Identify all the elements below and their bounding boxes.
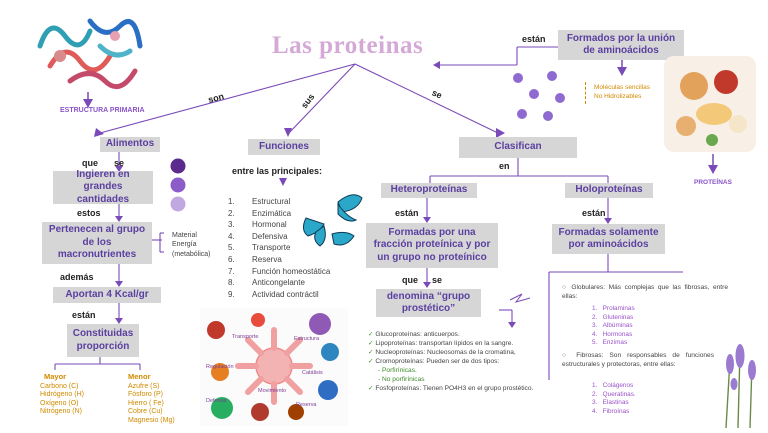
globular-item: 1. Prolaminas — [592, 305, 635, 312]
funcion-item: 2.Enzimática — [228, 208, 292, 218]
purple-circles-icon — [170, 158, 186, 212]
funciones-image: Transporte Estructura Regulación Catális… — [200, 308, 348, 426]
node-holoproteinas: Holoproteínas — [565, 183, 653, 198]
img-label: Regulación — [206, 364, 234, 370]
fibrosa-item: 1. Colágenos — [592, 382, 634, 389]
funcion-item: 1.Estructural — [228, 197, 291, 206]
label-que: que — [82, 158, 99, 168]
label-energia: Energía — [172, 241, 197, 248]
node-aportan: Aportan 4 Kcal/gr — [53, 287, 161, 303]
menor-item: Hierro ( Fe) — [128, 399, 164, 407]
hetero-item: ✓ Cromoproteínas: Pueden ser de dos tipo… — [368, 358, 500, 365]
img-label: Defensa — [206, 398, 227, 404]
img-label: Reserva — [296, 402, 317, 408]
menor-item: Cobre (Cu) — [128, 408, 163, 416]
moleculas-sencillas: Moléculas sencillas — [594, 84, 650, 91]
funcion-item: 4.Defensiva — [228, 231, 288, 241]
funciones-list: 1.Estructural 2.Enzimática 3.Hormonal 4.… — [228, 196, 330, 300]
amino-acids-icon — [513, 71, 565, 121]
node-formadas-solamente: Formadas solamente por aminoácidos — [552, 224, 665, 254]
label-ademas: además — [60, 272, 94, 282]
node-alimentos: Alimentos — [100, 137, 160, 152]
funcion-item: 5.Transporte — [228, 243, 291, 253]
label-que-hetero: que — [402, 275, 419, 285]
label-estan-hetero: están — [395, 208, 419, 218]
node-pertenecen: Pertenecen al grupo de los macronutrient… — [42, 222, 152, 264]
globular-item: 5. Enzimas — [592, 339, 628, 347]
menor-item: Fósforo (P) — [128, 391, 164, 399]
mayor-item: Oxígeno (O) — [40, 399, 79, 407]
no-hidrolizables: No Hidrolizables — [594, 93, 642, 100]
node-grupo-prostetico: denomina “grupo prostético” — [376, 289, 481, 317]
img-label: Movimiento — [258, 388, 287, 394]
label-entre-principales: entre las principales: — [232, 166, 323, 176]
globular-item: 3. Albúminas — [592, 322, 633, 330]
menor-item: Azufre (S) — [128, 383, 160, 390]
globular-item: 2. Gluteninas — [592, 313, 634, 321]
hetero-item: ✓ Fosfoproteínas: Tienen PO4H3 en el gru… — [368, 385, 534, 392]
funcion-item: 7.Función homeostática — [228, 266, 331, 276]
img-label: Catálisis — [302, 370, 323, 376]
node-formadas-fraccion: Formadas por una fracción proteínica y p… — [366, 223, 498, 268]
node-clasifican: Clasifican — [459, 137, 577, 158]
butterflies-icon — [302, 194, 363, 247]
mayor-item: Nitrógeno (N) — [40, 408, 83, 416]
fibrosas-list: 1. Colágenos 2. Queratinas. 3. Elastinas… — [592, 382, 636, 416]
globulares-text: ○ Globulares: Más complejas que las fibr… — [562, 284, 728, 300]
proteinas-caption: PROTEÍNAS — [694, 179, 732, 186]
label-estan-holo: están — [582, 208, 606, 218]
label-estos: estos — [77, 208, 101, 218]
globular-item: 4. Hormonas — [592, 330, 633, 338]
label-metabolica: (metabólica) — [172, 251, 211, 258]
lavender-icon — [725, 344, 756, 429]
img-label: Estructura — [294, 336, 320, 342]
molecules-note: Moléculas sencillas No Hidrolizables — [585, 82, 656, 104]
funcion-item: 3.Hormonal — [228, 220, 287, 230]
mayor-list: Carbono (C) Hidrógeno (H) Oxígeno (O) Ni… — [40, 383, 84, 417]
node-formados-aminoacidos: Formados por la unión de aminoácidos — [558, 30, 684, 60]
hetero-subitem: - Porfirínicas. — [378, 367, 417, 374]
menor-title: Menor — [128, 372, 151, 381]
hetero-item: ✓ Lipoproteínas: transportan lípidos en … — [368, 340, 514, 347]
hetero-item: ✓ Glucoproteínas: anticuerpos. — [368, 331, 460, 338]
label-se-hetero: se — [432, 275, 443, 285]
node-heteroproteinas: Heteroproteínas — [381, 183, 477, 198]
funcion-item: 6.Reserva — [228, 254, 282, 264]
label-se-left: se — [114, 158, 125, 168]
mayor-item: Hidrógeno (H) — [40, 391, 84, 399]
estructura-primaria-caption: ESTRUCTURA PRIMARIA — [60, 107, 145, 114]
label-material: Material — [172, 232, 197, 239]
hetero-subitem: - No porfirínicas — [378, 376, 425, 383]
fibrosa-item: 3. Elastinas — [592, 399, 629, 407]
fibrosas-text: ○ Fibrosas: Son responsables de funcione… — [562, 352, 714, 368]
label-en: en — [499, 161, 510, 171]
protein-structure-icon — [30, 6, 150, 92]
funcion-item: 8.Anticongelante — [228, 278, 305, 288]
page-title: Las proteinas — [272, 32, 424, 59]
img-label: Transporte — [232, 334, 259, 340]
node-funciones: Funciones — [248, 139, 320, 155]
protein-foods-image — [664, 56, 756, 152]
fibrosa-item: 4. Fibroínas — [592, 407, 630, 415]
fibrosa-item: 2. Queratinas. — [592, 390, 636, 398]
node-ingieren: Ingieren en grandes cantidades — [53, 169, 153, 205]
mayor-item: Carbono (C) — [40, 383, 79, 390]
globulares-list: 1. Prolaminas 2. Gluteninas 3. Albúminas… — [592, 305, 635, 348]
heteroproteinas-list: ✓ Glucoproteínas: anticuerpos. ✓ Lipopro… — [368, 330, 536, 393]
node-constituidas: Constituidas proporción — [67, 324, 139, 357]
label-estan-left: están — [72, 310, 96, 320]
label-estan-top: están — [522, 34, 546, 44]
menor-list: Azufre (S) Fósforo (P) Hierro ( Fe) Cobr… — [128, 383, 175, 425]
mayor-title: Mayor — [44, 372, 67, 381]
funcion-item: 9.Actividad contráctil — [228, 289, 319, 299]
hetero-item: ✓ Nucleoproteínas: Nucleosomas de la cro… — [368, 349, 516, 356]
menor-item: Magnesio (Mg) — [128, 416, 175, 424]
